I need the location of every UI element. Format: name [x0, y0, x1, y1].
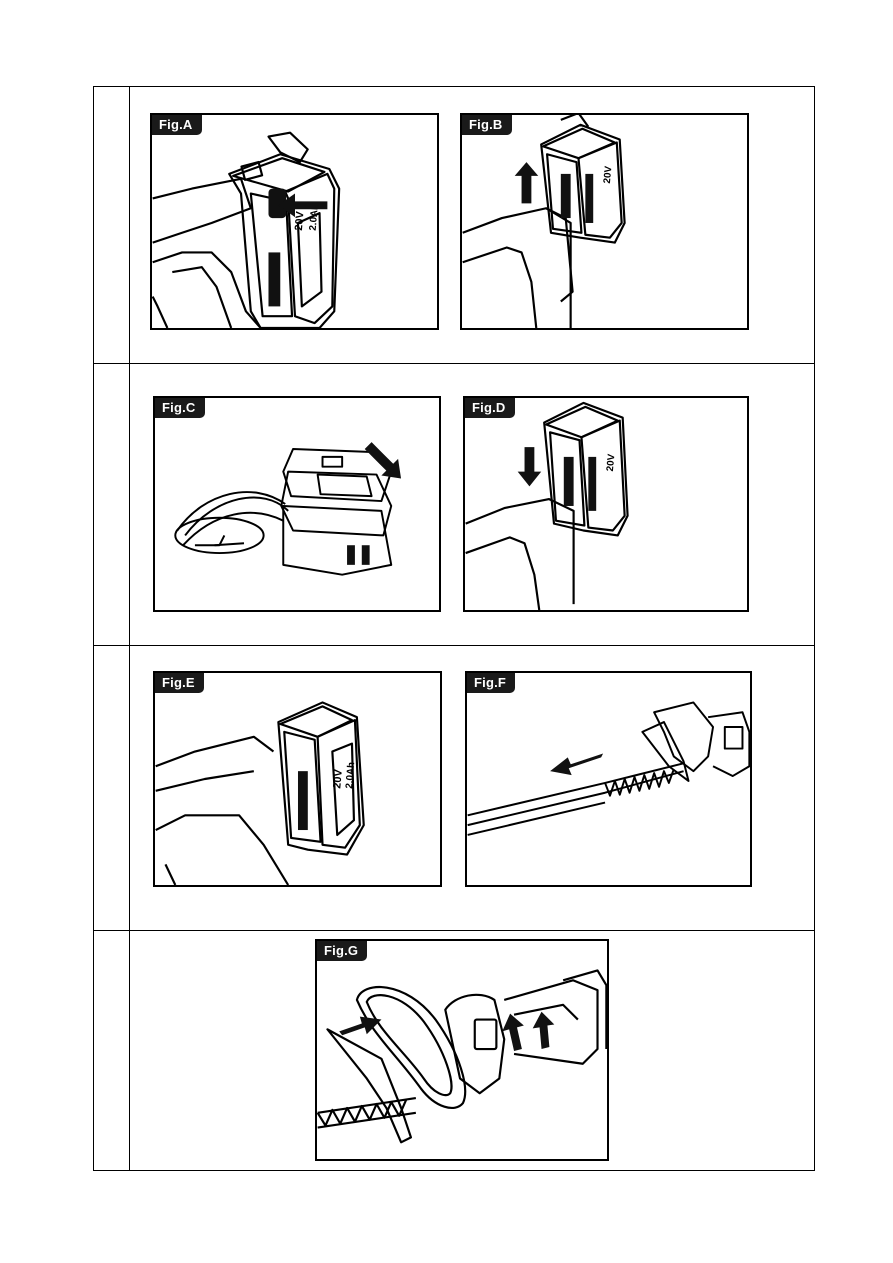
- figure-b: Fig.B 20V: [460, 113, 749, 330]
- table-row-divider: [94, 363, 814, 364]
- figure-label: Fig.F: [467, 673, 516, 693]
- figure-label: Fig.G: [317, 941, 368, 961]
- figure-label: Fig.A: [152, 115, 202, 135]
- battery-install-illustration: 20V: [465, 401, 629, 610]
- battery-insert-illustration: 20V 2.0Ah: [152, 131, 341, 328]
- arrow-icon: [339, 1016, 382, 1036]
- figure-a: Fig.A 20V 2.0Ah: [150, 113, 439, 330]
- battery-label: 20V: [602, 165, 615, 184]
- arrow-icon: [514, 162, 539, 204]
- arrow-icon: [532, 1011, 555, 1050]
- figure-label: Fig.C: [155, 398, 205, 418]
- arrow-icon: [550, 753, 604, 776]
- battery-label: 20V: [293, 210, 307, 231]
- figure-e: Fig.E 20V 2.0Ah: [153, 671, 442, 887]
- trimmer-operation-illustration: [317, 969, 607, 1144]
- figure-label: Fig.D: [465, 398, 515, 418]
- table-row-divider: [94, 930, 814, 931]
- arrow-icon: [502, 1013, 524, 1051]
- battery-charging-illustration: [174, 442, 402, 576]
- battery-label: 20V: [605, 453, 618, 472]
- battery-capacity-label: 2.0Ah: [308, 204, 321, 232]
- arrow-icon: [517, 447, 542, 487]
- blade-guard-illustration: [467, 701, 750, 836]
- figure-label: Fig.B: [462, 115, 512, 135]
- figure-g: Fig.G: [315, 939, 609, 1161]
- battery-remove-illustration: 20V: [462, 115, 626, 328]
- battery-capacity-label: 2.0Ah: [344, 762, 357, 790]
- arrow-icon: [278, 193, 328, 218]
- battery-installed-illustration: 20V 2.0Ah: [155, 701, 365, 885]
- table-column-divider: [129, 87, 130, 1170]
- figure-c: Fig.C: [153, 396, 441, 612]
- figure-d: Fig.D 20V: [463, 396, 749, 612]
- arrow-icon: [364, 442, 402, 479]
- battery-label: 20V: [331, 768, 345, 789]
- figure-label: Fig.E: [155, 673, 204, 693]
- table-row-divider: [94, 645, 814, 646]
- figure-table: [93, 86, 815, 1171]
- figure-f: Fig.F: [465, 671, 752, 887]
